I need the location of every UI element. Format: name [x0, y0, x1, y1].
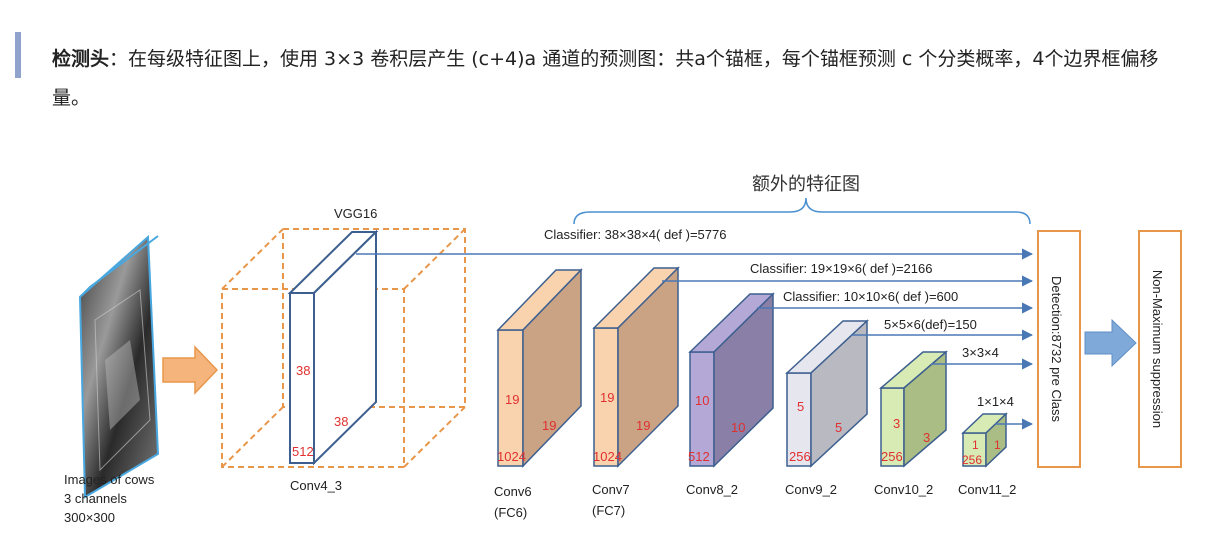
- detection-label: Detection:8732 pre Class: [1049, 276, 1064, 422]
- conv10-2-c: 256: [881, 449, 903, 464]
- conv4-3-c: 512: [292, 444, 314, 459]
- conv11-2-c: 256: [962, 453, 982, 467]
- input-label-1: Images of cows: [64, 472, 155, 487]
- nms-box: [1138, 230, 1182, 468]
- conv8-2-label: Conv8_2: [686, 482, 738, 497]
- detection-box: [1037, 230, 1081, 468]
- conv8-2-block: [688, 292, 775, 468]
- conv4-3-h: 38: [296, 363, 310, 378]
- input-label-3: 300×300: [64, 510, 115, 525]
- conv7-sub: (FC7): [592, 503, 625, 518]
- conv10-2-block: [878, 350, 949, 468]
- conv10-2-label: Conv10_2: [874, 482, 933, 497]
- conv7-w: 19: [636, 418, 650, 433]
- conv6-c: 1024: [497, 449, 526, 464]
- nms-label: Non-Maximum suppression: [1150, 270, 1165, 428]
- heading-accent-bar: [15, 32, 21, 78]
- classifier-label-3: Classifier: 10×10×6( def )=600: [783, 289, 958, 304]
- conv9-2-block: [785, 319, 869, 468]
- heading-text: 检测头：在每级特征图上，使用 3×3 卷积层产生 (c+4)a 通道的预测图：共…: [52, 40, 1192, 118]
- conv6-block: [496, 268, 583, 468]
- input-label-2: 3 channels: [64, 491, 127, 506]
- conv9-2-c: 256: [789, 449, 811, 464]
- conv11-2-block: [961, 412, 1008, 468]
- classifier-label-6: 1×1×4: [977, 394, 1014, 409]
- input-arrow: [162, 345, 219, 395]
- extra-feature-title: 额外的特征图: [752, 174, 860, 195]
- vgg16-title: VGG16: [334, 206, 377, 221]
- classifier-label-5: 3×3×4: [962, 345, 999, 360]
- heading-body: ：在每级特征图上，使用 3×3 卷积层产生 (c+4)a 通道的预测图：共a个锚…: [52, 48, 1159, 109]
- conv4-3-w: 38: [334, 414, 348, 429]
- conv4-3-label: Conv4_3: [290, 478, 342, 493]
- conv11-2-w: 1: [994, 438, 1001, 452]
- nms-arrow: [1084, 318, 1137, 368]
- conv10-2-w: 3: [923, 430, 930, 445]
- extra-feature-brace: [573, 197, 1031, 225]
- conv11-2-h: 1: [972, 438, 979, 452]
- conv6-w: 19: [542, 418, 556, 433]
- heading-bold: 检测头: [52, 48, 110, 70]
- conv7-label: Conv7: [592, 482, 630, 497]
- conv6-label: Conv6: [494, 484, 532, 499]
- conv8-2-w: 10: [731, 420, 745, 435]
- classifier-label-4: 5×5×6(def)=150: [884, 317, 977, 332]
- conv8-2-h: 10: [695, 393, 709, 408]
- conv7-c: 1024: [593, 449, 622, 464]
- conv10-2-h: 3: [893, 416, 900, 431]
- conv4-3-block: [287, 229, 379, 466]
- conv6-h: 19: [505, 392, 519, 407]
- classifier-label-1: Classifier: 38×38×4( def )=5776: [544, 227, 726, 242]
- conv7-h: 19: [600, 390, 614, 405]
- conv9-2-label: Conv9_2: [785, 482, 837, 497]
- conv11-2-label: Conv11_2: [958, 482, 1016, 497]
- conv6-sub: (FC6): [494, 505, 527, 520]
- input-image: [78, 234, 160, 499]
- conv8-2-c: 512: [688, 449, 710, 464]
- conv9-2-w: 5: [835, 420, 842, 435]
- conv9-2-h: 5: [797, 399, 804, 414]
- conv7-block: [592, 266, 680, 468]
- classifier-label-2: Classifier: 19×19×6( def )=2166: [750, 261, 932, 276]
